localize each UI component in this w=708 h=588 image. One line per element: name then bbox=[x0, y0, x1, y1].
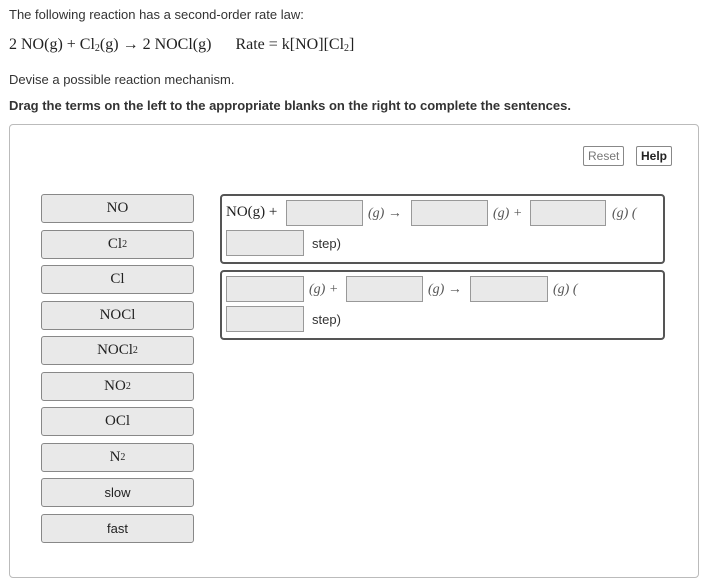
reset-button[interactable]: Reset bbox=[583, 146, 625, 166]
sentence-1-text-c: (g) ( bbox=[612, 206, 637, 221]
tile-fast[interactable]: fast bbox=[41, 514, 194, 543]
blank-1b[interactable] bbox=[411, 200, 488, 226]
blank-1a[interactable] bbox=[286, 200, 363, 226]
tile-slow[interactable]: slow bbox=[41, 478, 194, 507]
drag-drop-panel bbox=[9, 124, 699, 578]
blank-2b[interactable] bbox=[346, 276, 423, 302]
help-button[interactable]: Help bbox=[636, 146, 673, 166]
sentence-1-text-a: (g) → bbox=[368, 206, 402, 221]
sentence-1-box bbox=[220, 194, 665, 264]
sentence-2-text-b: (g) → bbox=[428, 282, 462, 297]
blank-2d[interactable] bbox=[226, 306, 304, 332]
sentence-2-step: step) bbox=[312, 312, 341, 327]
tile-nocl[interactable]: NOCl bbox=[41, 301, 194, 330]
instruction-text: Drag the terms on the left to the approp… bbox=[9, 98, 571, 113]
sentence-1-text-b: (g) + bbox=[493, 206, 523, 221]
intro-text: The following reaction has a second-orde… bbox=[9, 7, 304, 22]
tile-cl[interactable]: Cl bbox=[41, 265, 194, 294]
sentence-1-start: NO(g) + bbox=[226, 204, 278, 220]
sentence-2-box bbox=[220, 270, 665, 340]
blank-2c[interactable] bbox=[470, 276, 548, 302]
tile-no[interactable]: NO bbox=[41, 194, 194, 223]
reaction-equation: 2 NO(g) + Cl2(g) → 2 NOCl(g) Rate = k[NO… bbox=[9, 36, 355, 54]
sentence-2-text-a: (g) + bbox=[309, 282, 339, 297]
blank-1d[interactable] bbox=[226, 230, 304, 256]
sentence-1-step: step) bbox=[312, 236, 341, 251]
blank-2a[interactable] bbox=[226, 276, 304, 302]
sentence-2-text-c: (g) ( bbox=[553, 282, 578, 297]
blank-1c[interactable] bbox=[530, 200, 606, 226]
devise-text: Devise a possible reaction mechanism. bbox=[9, 72, 235, 87]
tile-ocl[interactable]: OCl bbox=[41, 407, 194, 436]
